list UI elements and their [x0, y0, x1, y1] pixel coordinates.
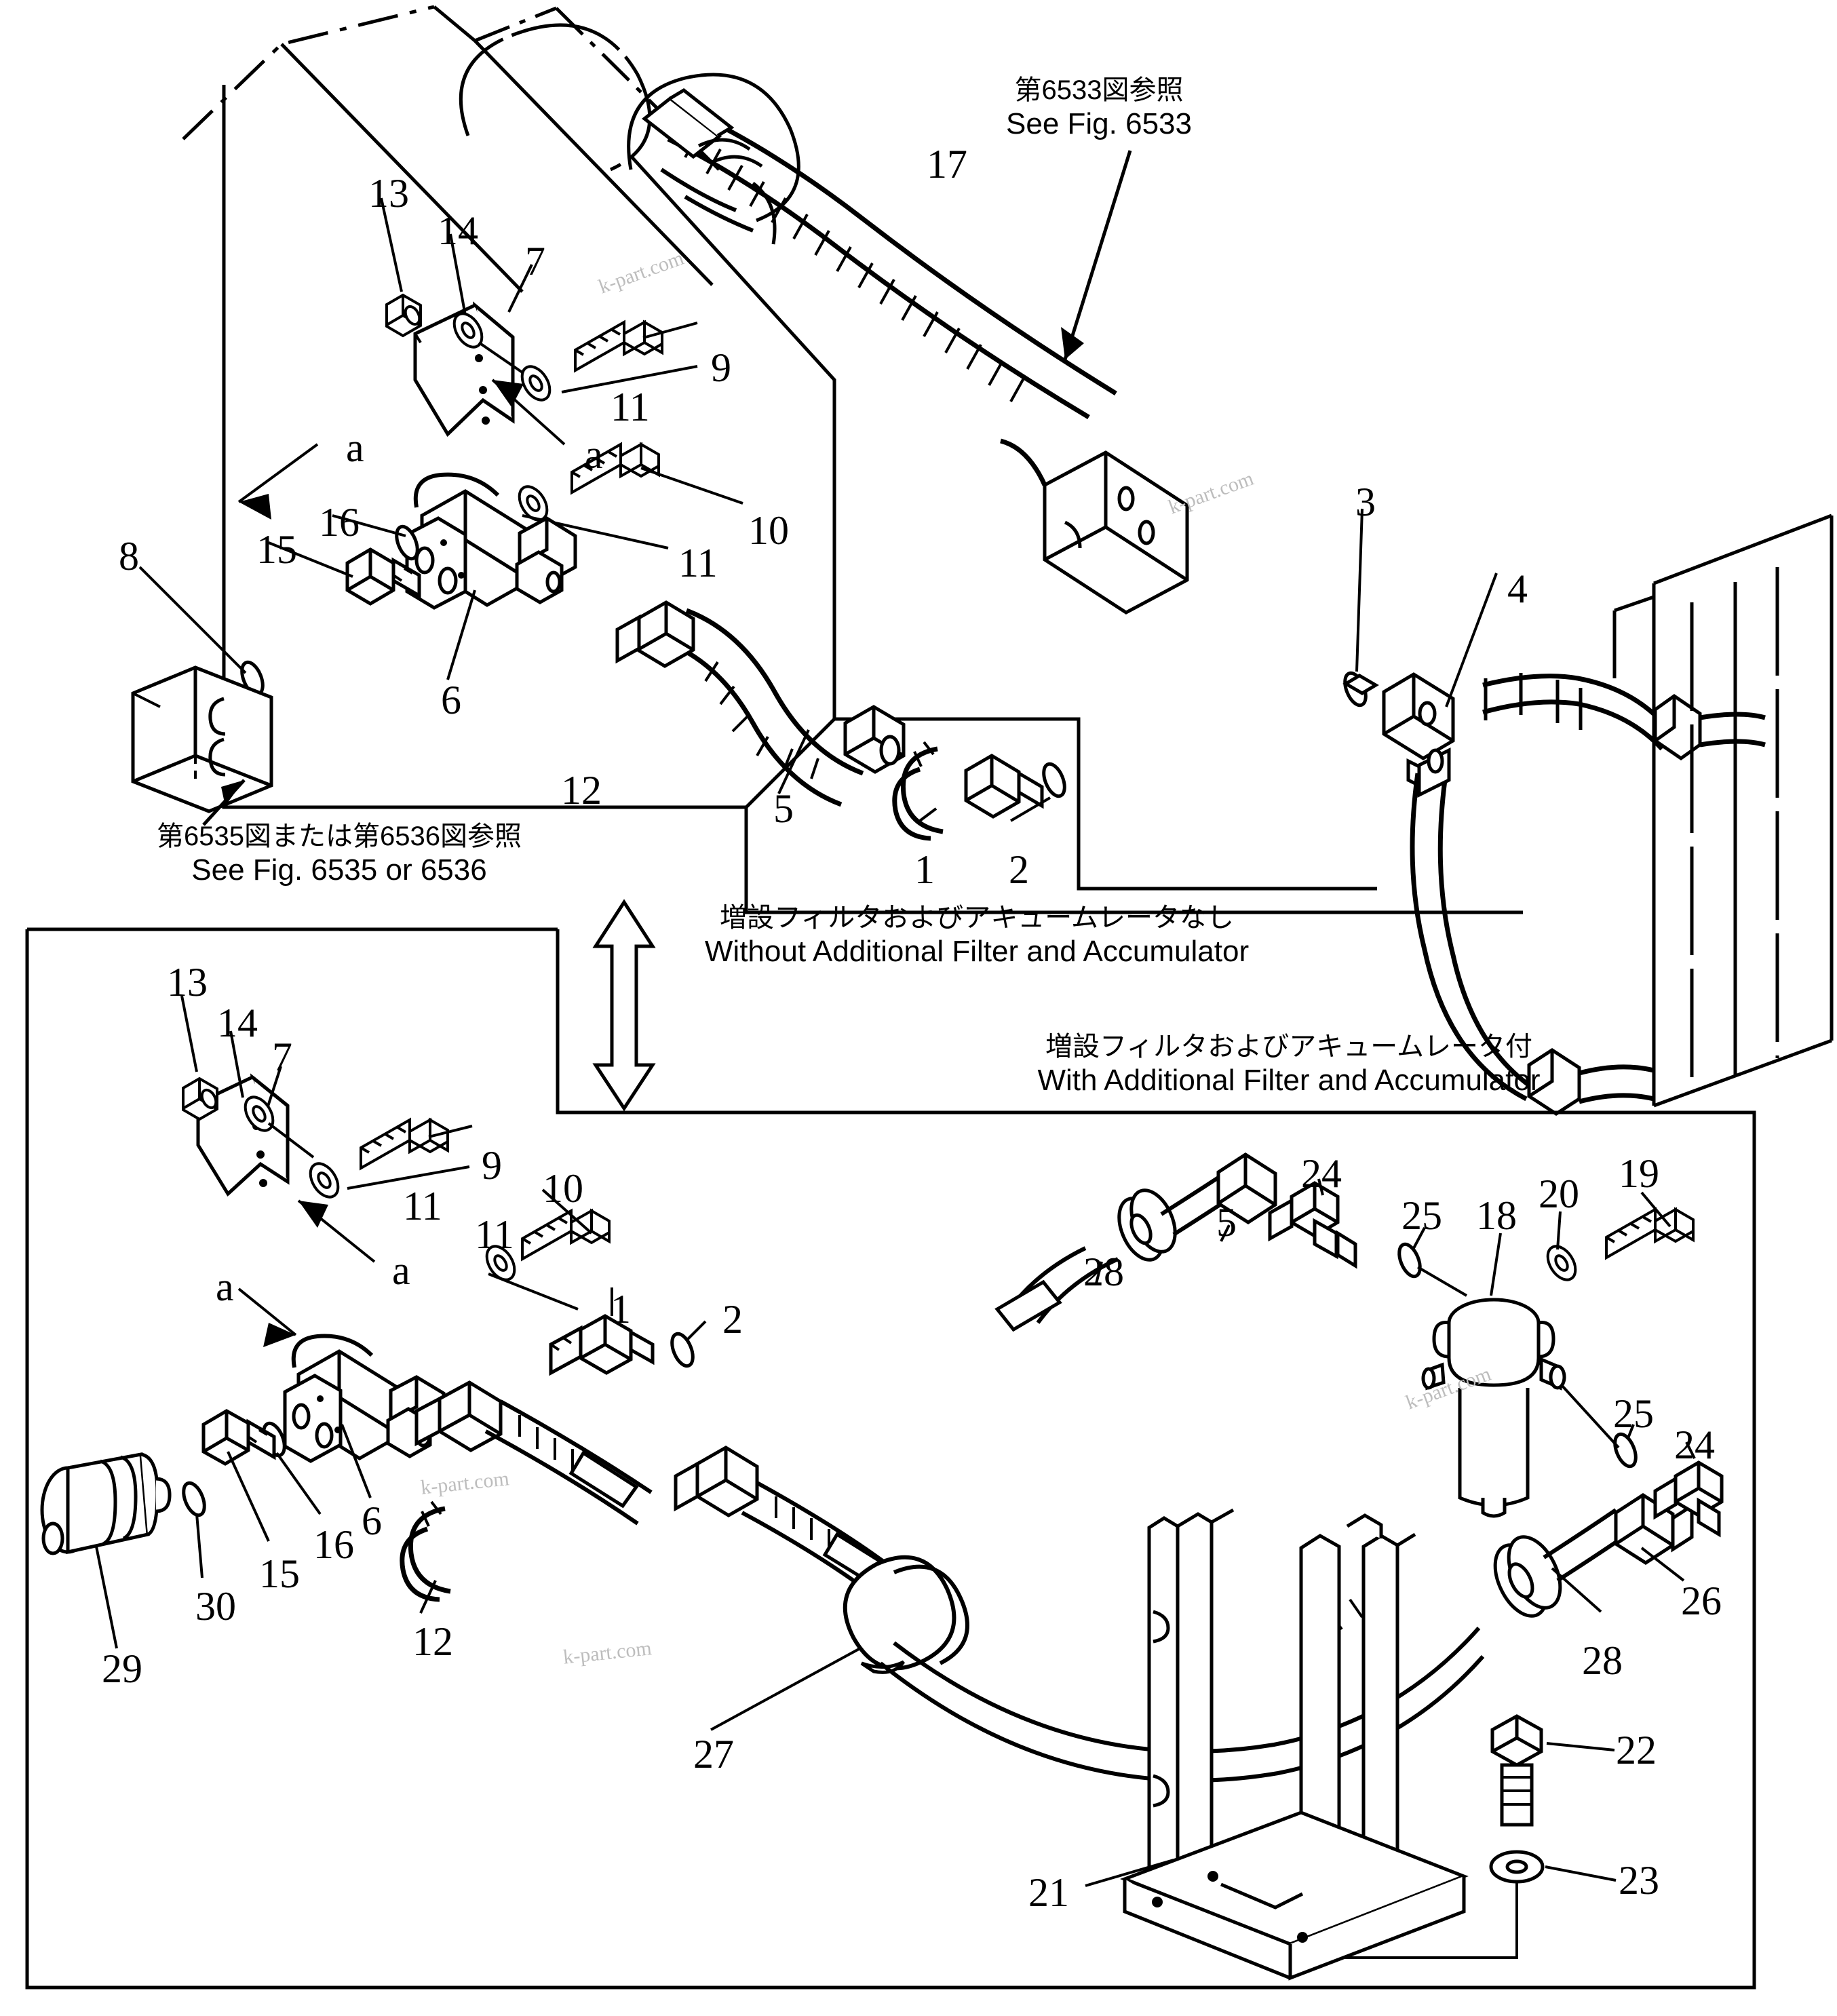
callout-29-lower: 29	[102, 1646, 142, 1691]
callout-25-lower-b: 25	[1613, 1391, 1654, 1436]
reference-note-6533-en: See Fig. 6533	[1006, 107, 1192, 141]
callout-26-lower: 26	[1681, 1578, 1722, 1623]
callout-13-upper: 13	[368, 171, 409, 216]
panel-caption-without-filter-jp: 増設フィルタおよびアキュームレータなし	[720, 903, 1234, 933]
panel-caption-with-filter: 増設フィルタおよびアキュームレータ付 With Additional Filte…	[990, 1031, 1587, 1098]
callout-14-lower: 14	[217, 1001, 258, 1045]
panel-caption-with-filter-en: With Additional Filter and Accumulator	[1037, 1064, 1541, 1098]
callout-11-lower-b: 11	[475, 1212, 514, 1257]
callout-8-upper: 8	[119, 534, 139, 579]
callout-2-lower: 2	[722, 1297, 743, 1342]
callout-a-upper-left: a	[346, 425, 364, 470]
reference-note-6535-6536-en: See Fig. 6535 or 6536	[191, 853, 487, 887]
callout-19-lower: 19	[1619, 1151, 1659, 1196]
callout-5-lower: 5	[1216, 1200, 1237, 1245]
callout-2-upper: 2	[1009, 847, 1029, 892]
callout-a-upper-right: a	[585, 432, 603, 477]
callout-15-lower: 15	[259, 1551, 300, 1596]
callout-5-upper: 5	[773, 786, 794, 831]
callout-15-upper: 15	[256, 527, 297, 572]
callout-7-lower: 7	[272, 1034, 292, 1079]
callout-25-lower-a: 25	[1401, 1193, 1442, 1238]
callout-21-lower: 21	[1028, 1870, 1069, 1915]
callout-7-upper: 7	[525, 239, 545, 284]
callout-14-upper: 14	[438, 208, 478, 253]
callout-a-lower-left: a	[216, 1264, 234, 1309]
callout-1-upper: 1	[914, 847, 935, 892]
callout-3-upper: 3	[1355, 480, 1376, 524]
callout-9-lower: 9	[482, 1143, 502, 1188]
callout-17-upper: 17	[927, 142, 967, 187]
callout-1-lower: 1	[611, 1287, 631, 1332]
callout-30-lower: 30	[195, 1584, 236, 1629]
callout-20-lower: 20	[1539, 1171, 1579, 1216]
callout-9-upper: 9	[711, 345, 731, 390]
callout-16-upper: 16	[319, 500, 360, 545]
callout-24-lower-a: 24	[1301, 1151, 1342, 1196]
callout-24-lower-b: 24	[1674, 1422, 1715, 1467]
panel-caption-with-filter-jp: 増設フィルタおよびアキュームレータ付	[1045, 1032, 1532, 1062]
callout-27-lower: 27	[693, 1732, 734, 1777]
reference-note-6533-jp: 第6533図参照	[1014, 75, 1184, 105]
callout-10-upper: 10	[748, 508, 789, 553]
callout-12-lower: 12	[412, 1619, 453, 1664]
callout-6-upper: 6	[441, 678, 461, 722]
callout-11-upper-a: 11	[611, 385, 650, 429]
callout-10-lower: 10	[543, 1166, 583, 1211]
reference-note-6533: 第6533図参照 See Fig. 6533	[923, 75, 1275, 142]
reference-note-6535-6536-jp: 第6535図または第6536図参照	[157, 821, 522, 851]
callout-18-lower: 18	[1476, 1193, 1517, 1238]
callout-22-lower: 22	[1616, 1728, 1657, 1772]
callout-28-lower-a: 28	[1083, 1249, 1124, 1294]
callout-16-lower: 16	[313, 1522, 354, 1567]
callout-a-lower-right: a	[392, 1248, 410, 1293]
callout-11-lower-a: 11	[403, 1184, 442, 1228]
callout-12-upper: 12	[561, 768, 602, 813]
callout-6-lower: 6	[362, 1498, 382, 1543]
callout-23-lower: 23	[1619, 1858, 1659, 1903]
callout-13-lower: 13	[167, 960, 208, 1005]
panel-caption-without-filter-en: Without Additional Filter and Accumulato…	[704, 935, 1250, 969]
panel-caption-without-filter: 増設フィルタおよびアキュームレータなし Without Additional F…	[678, 902, 1275, 969]
reference-note-6535-6536: 第6535図または第6536図参照 See Fig. 6535 or 6536	[129, 821, 549, 888]
callout-11-upper-b: 11	[678, 541, 718, 585]
callout-4-upper: 4	[1507, 566, 1528, 611]
callout-28-lower-b: 28	[1582, 1638, 1623, 1683]
